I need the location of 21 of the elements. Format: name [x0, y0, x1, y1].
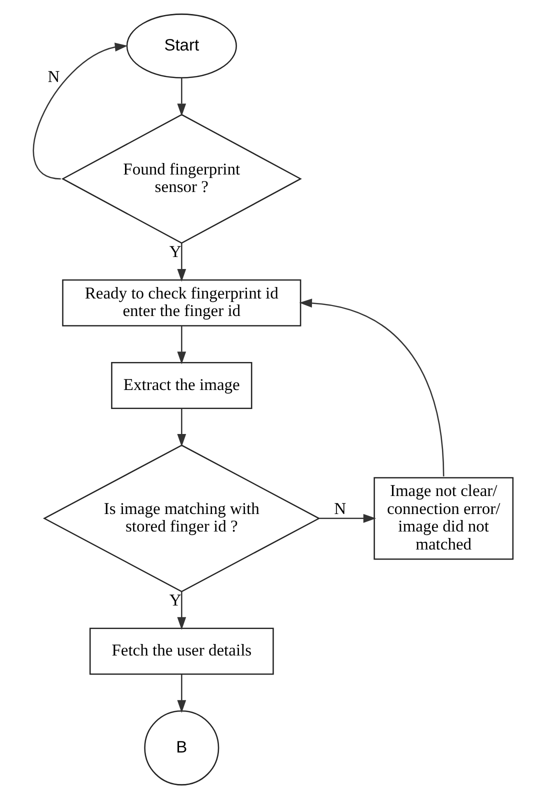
arrow — [177, 77, 186, 116]
node-circle: B — [144, 710, 220, 785]
node-box: Fetch the user details — [89, 627, 274, 674]
arrow — [299, 298, 444, 476]
edge-label: Y — [169, 590, 182, 609]
node-diamond: Is image matching with stored finger id ? — [42, 444, 320, 592]
edge-label: N — [48, 66, 60, 86]
arrow — [177, 408, 186, 446]
arrow — [33, 42, 128, 179]
arrow — [177, 591, 186, 630]
arrow — [177, 242, 186, 282]
node-ellipse: Start — [126, 13, 237, 78]
node-box: Ready to check fingerprint id enter the finger id — [62, 278, 302, 326]
edge-label: N — [334, 498, 346, 518]
arrow — [319, 513, 376, 522]
node-box: Image not clear/ connection error/ image did not matched — [374, 476, 514, 560]
node-box: Extract the image — [111, 362, 252, 409]
node-diamond: Found fingerprint sensor ? — [61, 113, 302, 244]
arrow — [177, 326, 186, 364]
arrow — [177, 674, 186, 712]
edge-label: Y — [169, 242, 182, 261]
